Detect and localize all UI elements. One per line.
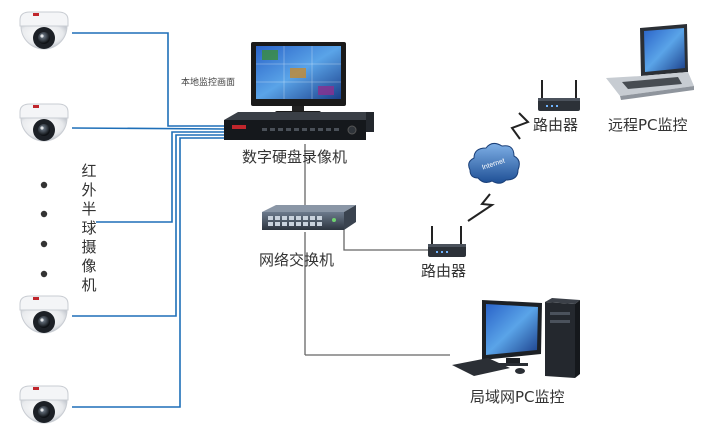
router-lan-label: 路由器	[421, 262, 467, 280]
wan-link-lower	[467, 193, 495, 222]
dome-camera-icon	[19, 295, 69, 334]
camera-group-label: 红外半球摄像机	[81, 162, 97, 294]
switch-label: 网络交换机	[259, 251, 335, 269]
camera-links	[71, 32, 225, 408]
switch-icon	[262, 205, 356, 230]
dome-camera-icon	[19, 103, 69, 142]
camera-link-3	[96, 131, 224, 223]
dome-camera-icon	[19, 11, 69, 50]
switch-router-link	[343, 222, 428, 251]
router-wan-label: 路由器	[533, 116, 579, 134]
lan-pc-label: 局域网PC监控	[470, 388, 565, 406]
monitor-icon	[251, 42, 346, 115]
cloud-icon: Internet	[468, 142, 520, 184]
local-monitor-label: 本地监控画面	[181, 78, 236, 88]
remote-pc-label: 远程PC监控	[608, 116, 688, 134]
router-icon	[538, 80, 580, 111]
dvr-icon	[224, 112, 374, 140]
dome-camera-icon	[19, 385, 69, 424]
camera-link-4	[72, 134, 224, 317]
camera-link-5	[72, 137, 224, 408]
wan-link-upper	[510, 112, 530, 140]
router-icon	[428, 226, 466, 257]
desktop-pc-icon	[452, 298, 580, 378]
dvr-label: 数字硬盘录像机	[242, 148, 348, 166]
camera-link-2	[71, 127, 225, 130]
more-cameras-dots	[40, 181, 48, 278]
camera-link-1	[72, 32, 224, 127]
lan-links	[304, 144, 450, 356]
laptop-icon	[606, 24, 694, 100]
